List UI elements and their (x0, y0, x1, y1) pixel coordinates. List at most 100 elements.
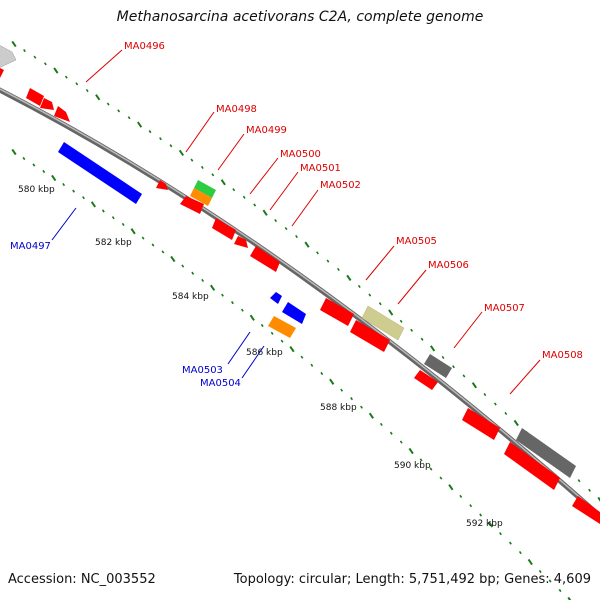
major-tick (448, 484, 454, 491)
major-tick (513, 419, 519, 427)
minor-tick (85, 88, 89, 93)
minor-tick (240, 308, 244, 312)
minor-tick (72, 189, 76, 193)
gene-feature-ma0508-b[interactable] (504, 442, 560, 490)
gene-feature-ma0496-c[interactable] (54, 106, 70, 122)
gene-feature-ma0503-small[interactable] (270, 292, 282, 304)
minor-tick (117, 109, 121, 113)
gene-label-ma0503[interactable]: MA0503 (182, 365, 223, 376)
minor-tick (368, 293, 372, 297)
minor-tick (389, 431, 393, 435)
minor-tick (336, 267, 340, 272)
gene-feature-ma0503[interactable] (282, 302, 306, 324)
gene-label-ma0506[interactable]: MA0506 (428, 260, 469, 271)
gene-feature-ma0507[interactable] (424, 354, 452, 378)
major-tick (289, 345, 295, 353)
leader-ma0497 (51, 207, 77, 241)
major-tick (11, 40, 17, 48)
gene-feature-ma0507-red[interactable] (414, 370, 438, 390)
minor-tick (504, 411, 508, 416)
minor-tick (221, 293, 224, 297)
scale-label-588: 588 kbp (320, 403, 357, 413)
gene-label-ma0508[interactable]: MA0508 (542, 350, 583, 361)
leader-ma0496 (85, 49, 123, 83)
minor-tick (499, 532, 502, 536)
minor-tick (420, 337, 424, 341)
gene-labels: MA0496 MA0498 MA0499 MA0500 MA0501 MA050… (124, 41, 583, 361)
leader-ma0500 (249, 157, 279, 195)
major-tick (136, 121, 143, 128)
minor-tick (429, 467, 433, 471)
minor-tick (577, 479, 581, 483)
minor-tick (101, 209, 105, 213)
minor-tick (360, 405, 363, 409)
gene-label-ma0500[interactable]: MA0500 (280, 149, 321, 160)
scale-tick-marks (11, 40, 600, 600)
major-tick (597, 496, 600, 502)
minor-tick (148, 130, 152, 134)
major-tick (170, 255, 176, 263)
major-tick (329, 378, 335, 385)
minor-tick (459, 494, 463, 499)
minor-tick (127, 116, 131, 120)
minor-tick (169, 144, 173, 148)
minor-tick (452, 365, 455, 369)
major-tick (346, 274, 352, 282)
gene-feature-ma0508-gray[interactable] (516, 428, 576, 478)
gene-feature-ma0505-b[interactable] (350, 320, 390, 352)
minor-tick (357, 284, 361, 288)
minor-tick (181, 264, 185, 268)
minor-tick (300, 355, 304, 359)
minor-tick (295, 234, 298, 239)
minor-tick (64, 75, 68, 79)
gene-feature-ma0502[interactable] (250, 246, 280, 272)
map-title: Methanosarcina acetivorans C2A, complete… (116, 9, 484, 25)
gene-label-ma0497[interactable]: MA0497 (10, 241, 51, 252)
minor-tick (548, 579, 552, 583)
leader-ma0505 (365, 245, 395, 281)
minor-tick (479, 513, 483, 517)
minor-tick (190, 158, 194, 162)
minor-tick (82, 196, 85, 200)
gene-feature-ma0496-b[interactable] (40, 98, 54, 110)
gene-feature-red-partial[interactable] (0, 64, 4, 78)
major-tick (178, 149, 185, 157)
minor-tick (441, 355, 445, 360)
minor-tick (284, 226, 288, 231)
reverse-gene-labels: MA0497 MA0503 MA0504 (10, 241, 241, 389)
gene-feature-ma0499-orange[interactable] (190, 188, 212, 206)
leader-ma0502 (291, 189, 319, 227)
gene-label-ma0507[interactable]: MA0507 (484, 303, 525, 314)
major-tick (90, 201, 97, 208)
gene-label-ma0505[interactable]: MA0505 (396, 236, 437, 247)
gene-feature-ma0504[interactable] (268, 316, 296, 338)
gene-feature-gray-partial[interactable] (0, 40, 17, 72)
gene-feature-ma0498[interactable] (156, 180, 168, 190)
minor-tick (32, 163, 36, 167)
gene-feature-ma0499-green[interactable] (194, 180, 216, 198)
scale-label-582: 582 kbp (95, 238, 132, 248)
gene-feature-ma0501[interactable] (212, 218, 236, 240)
gene-feature-ma0496-a[interactable] (26, 88, 44, 106)
gene-label-ma0499[interactable]: MA0499 (246, 125, 287, 136)
gene-feature-ma0500[interactable] (180, 196, 204, 214)
minor-tick (151, 243, 155, 247)
gene-feature-ma0505[interactable] (320, 298, 354, 326)
minor-tick (270, 331, 274, 335)
minor-tick (320, 371, 324, 376)
gene-label-ma0504[interactable]: MA0504 (200, 378, 241, 389)
scale-labels: 580 kbp 582 kbp 584 kbp 586 kbp 588 kbp … (18, 185, 503, 529)
gene-label-ma0502[interactable]: MA0502 (320, 180, 361, 191)
gene-feature-ma0497[interactable] (58, 142, 142, 204)
gene-label-ma0498[interactable]: MA0498 (216, 104, 257, 115)
gene-feature-ma0508-c[interactable] (572, 496, 600, 524)
minor-tick (230, 301, 234, 305)
minor-tick (316, 251, 319, 255)
gene-feature-ma0501-b[interactable] (234, 236, 248, 248)
gene-feature-ma0506[interactable] (361, 305, 405, 341)
gene-label-ma0496[interactable]: MA0496 (124, 41, 165, 52)
gene-label-ma0501[interactable]: MA0501 (300, 163, 341, 174)
scale-label-586: 586 kbp (246, 348, 283, 358)
gene-feature-ma0508-a[interactable] (462, 408, 500, 440)
